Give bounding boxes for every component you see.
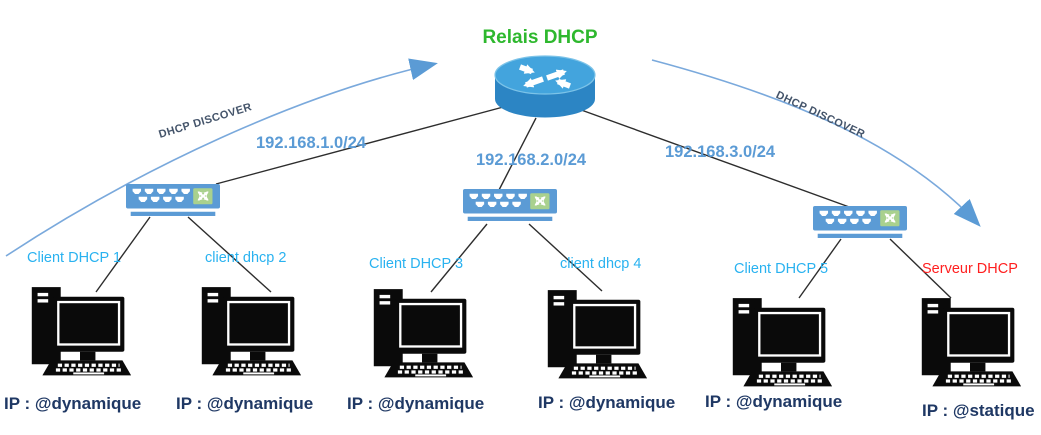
host-ip-client-1: IP : @dynamique	[4, 394, 142, 413]
network-label-1: 192.168.1.0/24	[256, 134, 367, 152]
computer-icon-client-2	[196, 283, 304, 378]
host-name-server: Serveur DHCP	[922, 261, 1018, 277]
network-label-3: 192.168.3.0/24	[665, 143, 776, 161]
computer-icon-client-3	[368, 285, 476, 380]
router-title: Relais DHCP	[482, 27, 598, 48]
host-name-client-2: client dhcp 2	[205, 250, 287, 266]
network-label-2: 192.168.2.0/24	[476, 151, 587, 169]
router-icon	[492, 54, 598, 122]
host-ip-client-4: IP : @dynamique	[538, 393, 676, 412]
switch-icon-2	[463, 189, 557, 221]
computer-icon-client-1	[26, 283, 134, 378]
host-name-client-3: Client DHCP 3	[369, 256, 464, 272]
switch-icon-1	[126, 184, 220, 216]
switch-icon-3	[813, 206, 907, 238]
dhcp-discover-arrow-right	[651, 59, 981, 227]
dhcp-discover-arrow-left	[5, 58, 438, 257]
host-name-client-5: Client DHCP 5	[734, 261, 829, 277]
host-ip-server: IP : @statique	[922, 401, 1035, 420]
host-ip-client-5: IP : @dynamique	[705, 392, 843, 411]
computer-icon-client-4	[542, 286, 650, 381]
ethernet-links	[95, 105, 952, 299]
host-name-client-4: client dhcp 4	[560, 256, 642, 272]
host-ip-client-2: IP : @dynamique	[176, 394, 314, 413]
host-name-client-1: Client DHCP 1	[27, 250, 122, 266]
computer-icon-server	[916, 294, 1024, 389]
computer-icon-client-5	[727, 294, 835, 389]
host-ip-client-3: IP : @dynamique	[347, 394, 485, 413]
